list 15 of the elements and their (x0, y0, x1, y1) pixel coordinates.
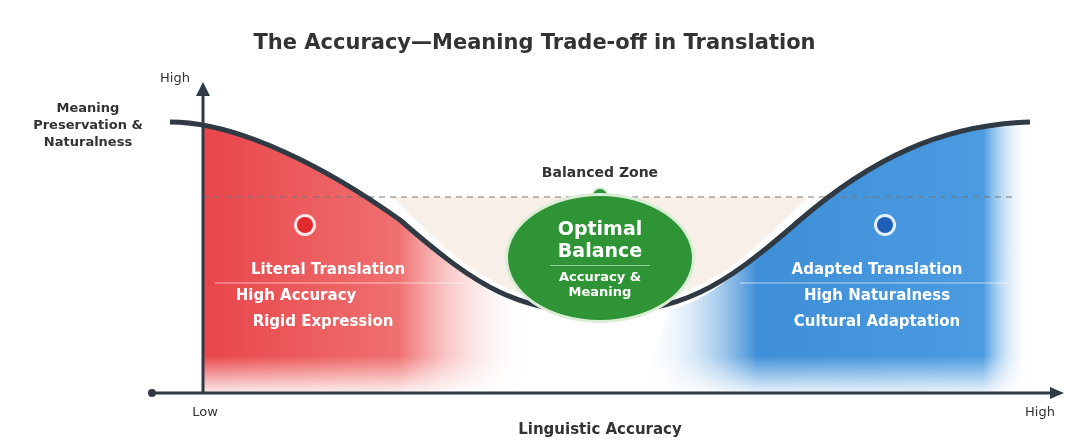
chart-title: The Accuracy—Meaning Trade-off in Translation (252, 30, 817, 54)
zone-label: Balanced Zone (541, 162, 659, 182)
region-label: Cultural Adaptation (793, 312, 961, 332)
region-label: Literal Translation (250, 260, 406, 280)
axis-title: Meaning Preservation & Naturalness (32, 99, 144, 151)
region-label: High Naturalness (803, 286, 951, 306)
node-heading: Optimal Balance (556, 217, 644, 261)
region-label: Adapted Translation (791, 260, 963, 280)
axis-tick-label: Low (192, 403, 218, 421)
region-label: Rigid Expression (252, 312, 394, 332)
axis-tick-label: High (1025, 403, 1055, 421)
axis-tick-label: High (160, 69, 190, 87)
node-subtext: Accuracy & Meaning (550, 265, 650, 299)
axis-title: Linguistic Accuracy (518, 420, 682, 440)
region-label: High Accuracy (235, 286, 357, 306)
